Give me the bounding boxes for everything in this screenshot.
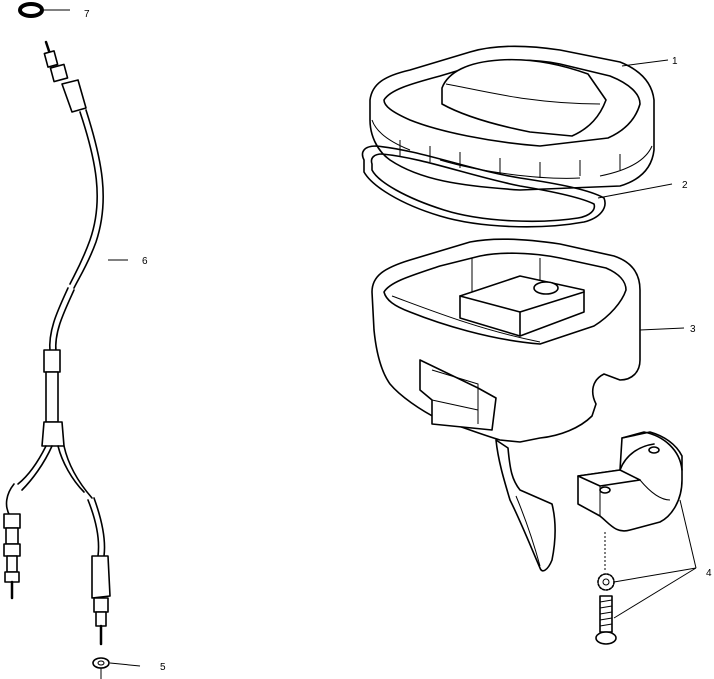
nut-part [92, 657, 141, 679]
callout-2: 2 [682, 180, 688, 191]
callout-1: 1 [672, 56, 678, 67]
callout-5: 5 [160, 662, 166, 673]
callout-4-leaders [613, 499, 697, 619]
lock-washer-part [597, 532, 615, 591]
o-ring-part [18, 2, 70, 18]
housing-cover-part [369, 45, 669, 191]
throttle-cable-part [3, 40, 128, 646]
screw-part [595, 595, 617, 645]
throttle-housing-part [371, 238, 685, 572]
callout-7: 7 [84, 9, 90, 20]
gasket-part [361, 145, 673, 228]
callout-6: 6 [142, 256, 148, 267]
callout-4: 4 [706, 568, 712, 579]
clamp-part [577, 431, 683, 532]
callout-3: 3 [690, 324, 696, 335]
